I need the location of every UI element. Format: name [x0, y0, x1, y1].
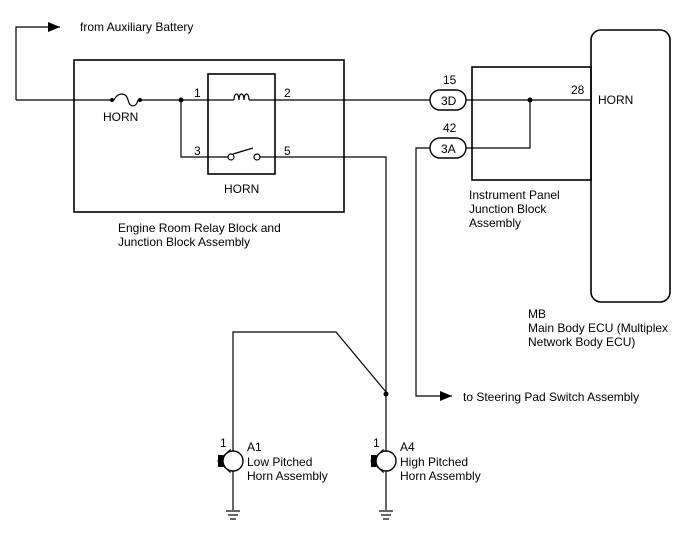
connector-3d: 3D 15: [429, 73, 467, 111]
ground-icon: [379, 510, 393, 520]
relay-pin-1: 1: [194, 86, 201, 100]
ecu-label-line1: Main Body ECU (Multiplex: [528, 321, 668, 335]
junction-dot: [383, 391, 389, 397]
ground-icon: [226, 510, 240, 520]
connector-3a-label: 3A: [441, 142, 456, 156]
relay-block-label-line2: Junction Block Assembly: [118, 235, 250, 249]
horn-a4: 1 A4 High Pitched Horn Assembly: [370, 436, 481, 483]
horn-a4-label-line2: Horn Assembly: [400, 469, 481, 483]
horn-a1-code: A1: [247, 440, 262, 454]
steering-pad-feed: to Steering Pad Switch Assembly: [415, 147, 639, 404]
aux-battery-feed: from Auxiliary Battery: [15, 20, 193, 100]
fuse-label: HORN: [103, 110, 138, 124]
horn-a4-pin: 1: [373, 436, 380, 450]
arrow-icon: [440, 391, 452, 401]
horn-a1: 1 A1 Low Pitched Horn Assembly: [217, 436, 328, 483]
horn-a1-label-line2: Horn Assembly: [247, 469, 328, 483]
relay-block-label-line1: Engine Room Relay Block and: [118, 221, 281, 235]
ipjb-label-line1: Instrument Panel: [469, 188, 560, 202]
connector-3a: 3A 42: [429, 121, 467, 159]
ipjb-label-line3: Assembly: [469, 216, 521, 230]
main-body-ecu: [590, 29, 671, 303]
ecu-terminal-horn: HORN: [598, 93, 633, 107]
relay-coil-icon: [208, 93, 275, 101]
from-aux-battery-label: from Auxiliary Battery: [80, 20, 193, 34]
horn-relay: [207, 73, 276, 175]
horn-a4-code: A4: [400, 440, 415, 454]
horn-a4-label-line1: High Pitched: [400, 455, 468, 469]
connector-3a-pin: 42: [443, 121, 457, 135]
horn-icon: [222, 450, 244, 472]
connector-3d-label: 3D: [441, 94, 457, 108]
ecu-code: MB: [528, 307, 546, 321]
horn-icon: [375, 450, 397, 472]
horn-fuse: HORN: [103, 93, 142, 124]
ecu-pin-28: 28: [571, 83, 585, 97]
horn-a1-pin: 1: [220, 436, 227, 450]
engine-room-relay-block: [73, 59, 345, 213]
relay-label: HORN: [224, 182, 259, 196]
to-steering-pad-label: to Steering Pad Switch Assembly: [463, 390, 639, 404]
relay-pin-5: 5: [284, 144, 291, 158]
arrow-icon: [48, 22, 60, 32]
relay-switch-icon: [208, 147, 275, 161]
connector-3d-pin: 15: [443, 73, 457, 87]
relay-pin-2: 2: [284, 86, 291, 100]
relay-pin-3: 3: [194, 144, 201, 158]
horn-a1-label-line1: Low Pitched: [247, 455, 312, 469]
ipjb-label-line2: Junction Block: [469, 202, 547, 216]
ecu-label-line2: Network Body ECU): [528, 335, 635, 349]
